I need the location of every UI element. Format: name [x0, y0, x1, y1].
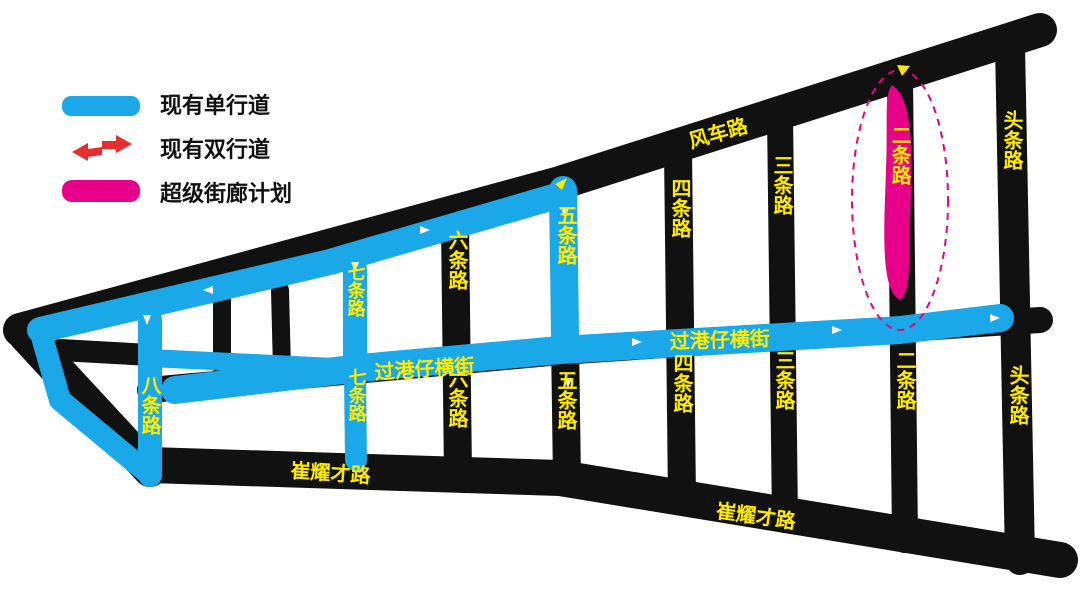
label-qitiao-top: 七条路	[345, 263, 367, 318]
direction-arrows	[143, 208, 1000, 388]
arrow-icon	[561, 208, 569, 218]
arrow-icon	[832, 326, 842, 334]
label-sitiao-bottom: 四条路	[670, 353, 694, 414]
label-guogang-right: 过港仔横街	[669, 326, 770, 353]
label-ertiao-top: 二条路	[888, 125, 912, 186]
red-arrow-right-icon	[102, 135, 132, 153]
legend-corridor-label: 超级街廊计划	[160, 182, 293, 207]
wutiao-upper-blue	[549, 176, 579, 349]
arrow-icon	[351, 262, 359, 272]
arrow-icon	[990, 314, 1000, 322]
blue-one-way-roads	[27, 176, 1014, 487]
label-wutiao-top: 五条路	[554, 205, 578, 266]
arrow-icon	[555, 178, 567, 190]
arrow-icon	[897, 65, 910, 76]
label-qitiao-bottom: 七条路	[346, 368, 368, 423]
label-toutiao-top: 头条路	[1000, 110, 1024, 171]
label-santiao-top: 三条路	[770, 155, 794, 216]
arrow-icon	[143, 315, 151, 325]
label-wutiao-bottom: 五条路	[554, 370, 578, 431]
santiao-road	[767, 102, 798, 533]
guogang-upper-blue	[161, 304, 1014, 404]
toutiao-road	[995, 30, 1035, 575]
label-liutiao-top: 六条路	[445, 230, 469, 291]
legend-two-way-label: 现有双行道	[160, 138, 271, 163]
red-arrow-left-icon	[72, 143, 102, 161]
label-sitiao-top: 四条路	[668, 178, 692, 239]
corridor-dashed-ring	[851, 69, 949, 331]
legend-swatches	[62, 96, 140, 202]
label-batiao: 八条路	[138, 375, 162, 436]
one-way-top	[27, 182, 573, 343]
legend-one-way-swatch	[62, 96, 140, 116]
one-way-left-edge	[29, 319, 161, 486]
legend-one-way: 现有单行道	[60, 92, 360, 122]
arrow-icon	[203, 286, 213, 294]
legend-two-way: 现有双行道	[60, 136, 360, 166]
yellow-markers	[555, 65, 910, 190]
cuiyaocai-road	[132, 447, 1078, 578]
label-ertiao-bottom: 二条路	[893, 350, 917, 411]
sitiao-road	[664, 136, 696, 514]
arrow-icon	[420, 226, 430, 234]
label-liutiao-bottom: 六条路	[445, 368, 469, 429]
legend-corridor: 超级街廊计划	[60, 180, 360, 210]
label-toutiao-bottom: 头条路	[1006, 365, 1030, 426]
super-corridor	[884, 85, 912, 300]
inner-mid-blue	[141, 349, 364, 377]
arrow-icon	[564, 378, 572, 388]
arrow-icon	[632, 338, 642, 346]
legend-two-way-swatch	[72, 135, 132, 161]
legend-one-way-label: 现有单行道	[160, 94, 271, 119]
label-santiao-bottom: 三条路	[772, 350, 796, 411]
qitiao-lower-blue	[344, 364, 367, 471]
inner-left-road	[49, 339, 161, 366]
label-cuiyaocai-left: 崔耀才路	[290, 458, 372, 488]
legend-corridor-swatch	[62, 180, 140, 202]
